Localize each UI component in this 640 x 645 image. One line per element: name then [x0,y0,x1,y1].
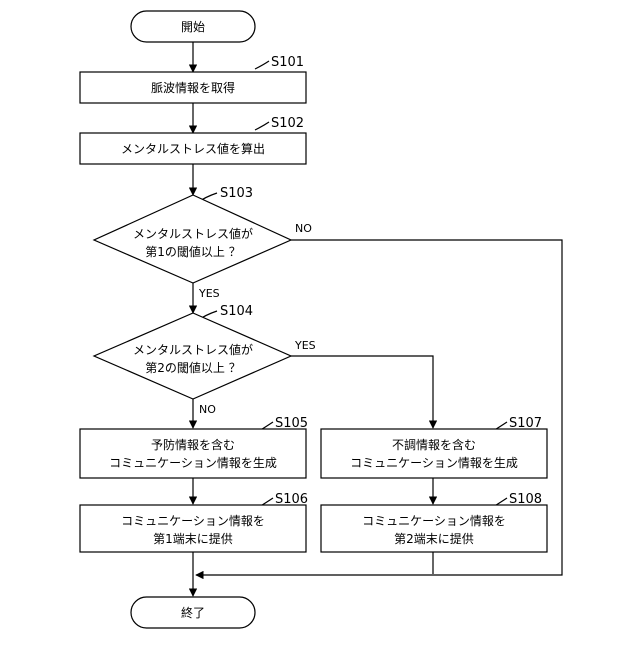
s102-text: メンタルストレス値を算出 [121,141,265,156]
s104-text-line1: メンタルストレス値が [133,342,253,357]
s102-label: S102 [271,116,304,131]
leader-s102 [255,122,269,130]
s107-text-line1: 不調情報を含む [392,437,476,452]
start-text: 開始 [181,20,205,34]
s101-text: 脈波情報を取得 [151,80,235,95]
s106-text-line2: 第1端末に提供 [153,531,233,546]
s108-label: S108 [509,492,542,507]
s107-box [321,429,547,478]
s105-text-line2: コミュニケーション情報を生成 [109,456,277,470]
end-text: 終了 [181,605,205,620]
s103-no-label: NO [295,222,312,235]
s103-yes-label: YES [198,287,220,300]
s106-text-line1: コミュニケーション情報を [121,514,265,528]
s101-label: S101 [271,55,304,70]
s103-text-line1: メンタルストレス値が [133,226,253,241]
s104-no-label: NO [199,403,216,416]
s107-label: S107 [509,416,542,431]
s105-label: S105 [275,416,308,431]
s105-box [80,429,306,478]
s105-text-line1: 予防情報を含む [151,437,235,452]
arrow-s104-s107 [291,356,433,428]
s108-text-line2: 第2端末に提供 [394,531,474,546]
s107-text-line2: コミュニケーション情報を生成 [350,456,518,470]
s103-label: S103 [220,186,253,201]
s104-text-line2: 第2の閾値以上 ？ [145,360,240,375]
s104-yes-label: YES [294,339,316,352]
s104-label: S104 [220,304,253,319]
s106-label: S106 [275,492,308,507]
s108-text-line1: コミュニケーション情報を [362,514,506,528]
shapes [80,11,547,628]
leader-s101 [255,61,269,69]
s103-text-line2: 第1の閾値以上 ？ [145,244,240,259]
